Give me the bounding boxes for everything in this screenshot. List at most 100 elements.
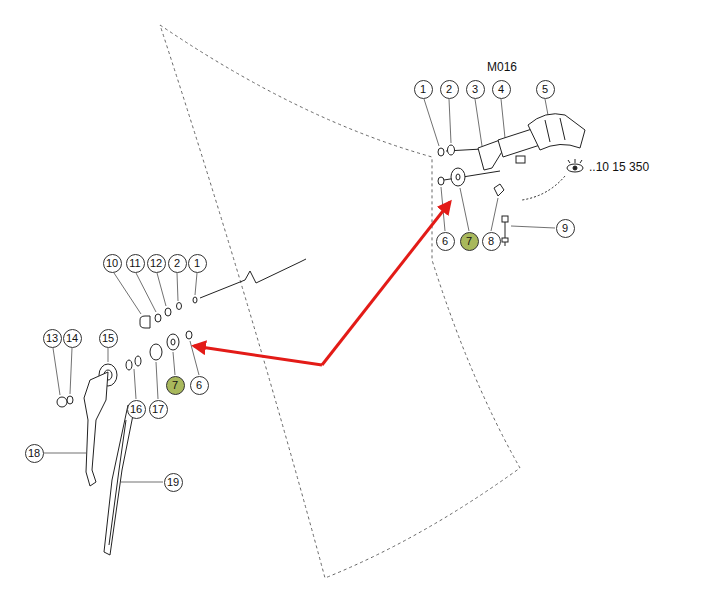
cover-rib <box>545 120 550 142</box>
callout-number: 10 <box>106 258 118 269</box>
callout-circle: 8 <box>482 232 501 251</box>
reference-note: ..10 15 350 <box>588 161 650 174</box>
leader-line <box>134 369 136 399</box>
callout-circle: 12 <box>147 254 166 273</box>
clip <box>494 184 504 196</box>
callout-circle: 9 <box>556 219 575 238</box>
callout-circle: 14 <box>63 329 82 348</box>
eye-lash <box>575 159 576 163</box>
callout-number: 3 <box>472 84 478 95</box>
motor-cover <box>528 114 585 150</box>
callout-number: 7 <box>172 380 178 391</box>
washer <box>438 148 444 156</box>
leader-line <box>460 188 469 231</box>
leader-line <box>108 348 109 362</box>
callout-circle: 2 <box>440 80 459 99</box>
leader-line <box>70 348 72 394</box>
bolt-head <box>502 216 508 222</box>
eye-lash <box>580 160 582 163</box>
leader-line <box>44 453 86 454</box>
eye-pupil <box>573 166 577 170</box>
label-text: M016 <box>487 60 517 74</box>
callout-number: 17 <box>152 404 164 415</box>
washer <box>167 334 179 350</box>
leader-line <box>177 273 178 301</box>
callout-number: 4 <box>498 84 504 95</box>
callout-circle: 3 <box>466 80 485 99</box>
leader-line <box>157 273 166 306</box>
callout-circle: 19 <box>164 473 183 492</box>
connector-block <box>516 156 525 163</box>
leader-line <box>173 352 175 375</box>
callout-circle: 6 <box>190 376 209 395</box>
callout-circle: 7 <box>166 376 185 395</box>
leader-line <box>136 273 156 312</box>
washer <box>150 344 162 360</box>
callout-circle: 11 <box>126 254 145 273</box>
callout-number: 14 <box>66 333 78 344</box>
callout-circle: 18 <box>25 444 44 463</box>
leader-lines <box>44 99 555 482</box>
washer-hole <box>456 174 460 180</box>
callout-circle: 15 <box>99 329 118 348</box>
callout-circle: 17 <box>149 400 168 419</box>
washer <box>448 145 455 155</box>
callout-number: 2 <box>174 258 180 269</box>
bolt-nut <box>502 238 508 242</box>
wiper-blade <box>104 405 134 555</box>
nut <box>57 397 67 407</box>
washer <box>438 177 444 185</box>
leader-line <box>501 99 505 138</box>
leader-line <box>121 482 163 483</box>
callout-number: 11 <box>129 258 140 269</box>
highlight-arrow <box>194 346 322 365</box>
callout-number: 9 <box>562 223 568 234</box>
callout-number: 6 <box>442 236 448 247</box>
washer <box>155 314 161 322</box>
leader-line <box>491 198 498 231</box>
callout-number: 18 <box>28 448 40 459</box>
leader-line <box>424 99 439 146</box>
view-reference <box>522 159 583 200</box>
washer <box>135 356 141 366</box>
leader-line <box>475 99 482 146</box>
callout-number: 1 <box>194 258 200 269</box>
leader-line <box>545 99 548 115</box>
callout-circle: 16 <box>127 400 146 419</box>
washer <box>177 303 182 310</box>
leader-line <box>195 273 197 295</box>
cover-rib <box>560 118 565 140</box>
label-text: ..10 15 350 <box>589 160 649 174</box>
wiper-arm <box>84 372 108 486</box>
leader-line <box>114 273 141 314</box>
highlight-arrow <box>322 202 450 365</box>
washer-hole <box>171 339 175 345</box>
reference-leader <box>522 176 565 200</box>
washer <box>165 308 171 316</box>
highlight-arrows <box>194 202 450 365</box>
washer <box>67 396 73 404</box>
leader-line <box>156 362 158 399</box>
callout-number: 16 <box>130 404 142 415</box>
leader-line <box>511 226 555 228</box>
callout-number: 5 <box>542 84 548 95</box>
washer <box>193 297 197 303</box>
callout-number: 6 <box>196 380 202 391</box>
callout-number: 15 <box>102 333 114 344</box>
washer <box>186 331 192 339</box>
callout-number: 13 <box>46 333 58 344</box>
washer <box>126 360 132 370</box>
callout-number: 7 <box>466 236 472 247</box>
callout-circle: 6 <box>436 232 455 251</box>
arm-assembly <box>57 259 306 555</box>
wire <box>200 259 306 298</box>
callout-circle: 1 <box>188 254 207 273</box>
callout-number: 19 <box>167 477 179 488</box>
callout-circle: 1 <box>414 80 433 99</box>
callout-circle: 5 <box>536 80 555 99</box>
callout-circle: 10 <box>103 254 122 273</box>
cap-nut <box>140 316 150 328</box>
